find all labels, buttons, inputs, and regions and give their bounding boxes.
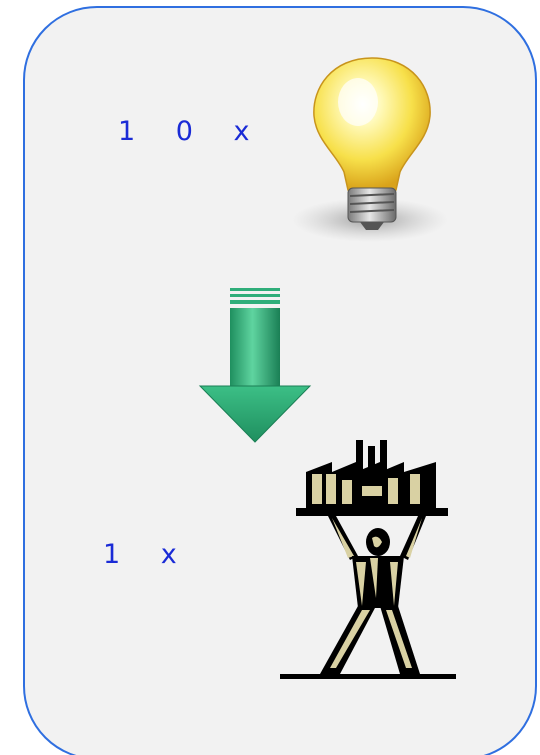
down-arrow-icon bbox=[196, 286, 314, 446]
bottom-multiplier-label: 1 x bbox=[103, 541, 193, 568]
light-bulb-icon bbox=[292, 50, 452, 245]
top-multiplier-label: 1 0 x bbox=[118, 118, 266, 145]
man-lifting-factory-icon bbox=[270, 438, 456, 683]
